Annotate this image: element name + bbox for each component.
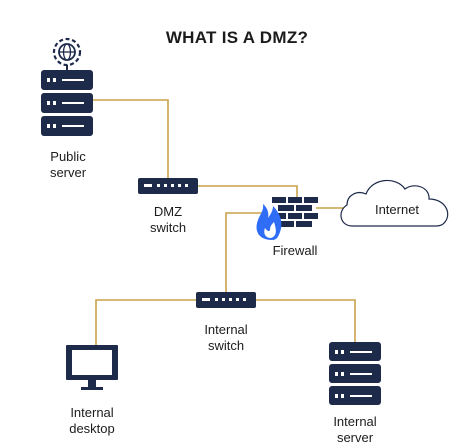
internet-label: Internet	[374, 202, 420, 217]
internal-switch-label: Internal switch	[204, 322, 248, 353]
internal-switch-icon	[196, 292, 256, 308]
public-server-icon	[41, 37, 93, 136]
firewall-label: Firewall	[272, 243, 318, 258]
internal-server-label: Internal server	[333, 414, 377, 445]
firewall-icon	[256, 197, 318, 240]
globe-gear-icon	[52, 37, 82, 70]
internal-server-icon	[329, 342, 381, 405]
connector-internal-switch-desktop	[95, 299, 196, 345]
diagram-title: WHAT IS A DMZ?	[165, 28, 309, 47]
connectors	[93, 99, 356, 345]
connector-dmz-switch-firewall	[198, 185, 298, 200]
dmz-switch-icon	[138, 178, 198, 194]
public-server-label: Public server	[49, 149, 87, 180]
internal-desktop-label: Internal desktop	[69, 405, 115, 436]
connector-firewall-internal-switch	[225, 212, 262, 292]
dmz-switch-label: DMZ switch	[149, 204, 187, 235]
connector-public-server-dmz-switch	[93, 99, 169, 178]
desktop-monitor-icon	[66, 345, 118, 390]
connector-internal-switch-server	[254, 299, 356, 342]
cloud-icon	[340, 180, 449, 227]
